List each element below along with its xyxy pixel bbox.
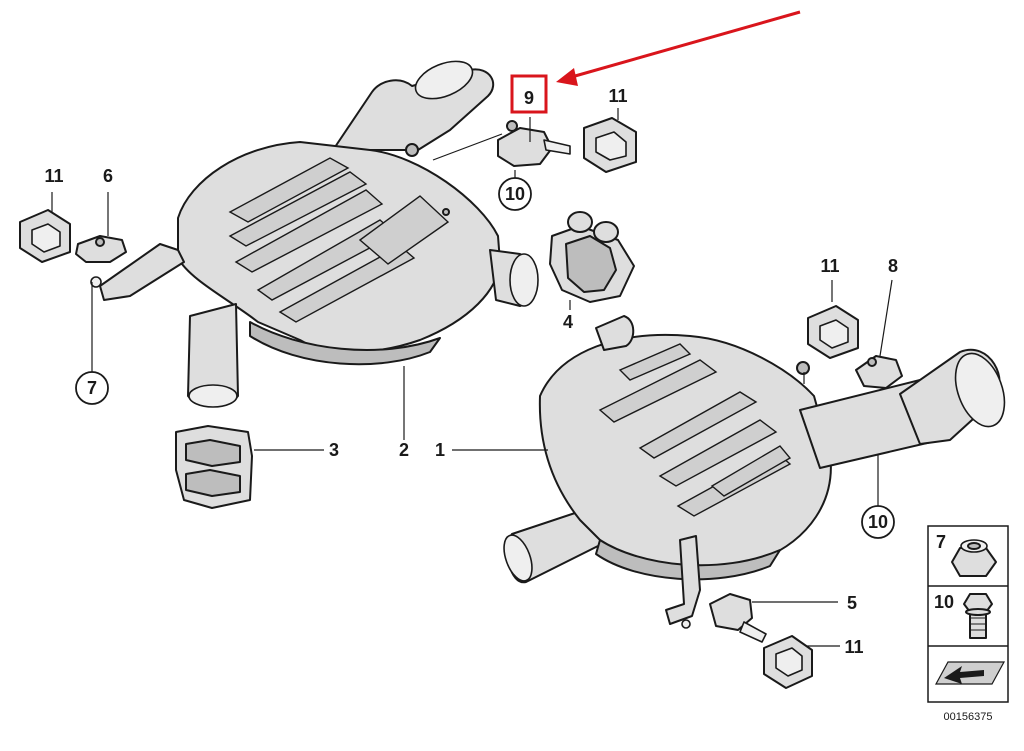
callout-2: 2 (399, 440, 409, 460)
callout-11-left: 11 (44, 166, 63, 186)
callout-circle-10-top (498, 177, 532, 211)
part-6-bracket (75, 235, 127, 263)
part-4-clamp (549, 211, 635, 303)
part-9-hanger (497, 120, 571, 167)
nut-icon (951, 539, 997, 577)
part-11-mount-top (583, 117, 637, 173)
callout-3: 3 (329, 440, 339, 460)
callout-11-mid: 11 (820, 256, 839, 276)
part-11-mount-mid (807, 305, 859, 359)
callout-10-top: 10 (505, 184, 525, 204)
leader-lines (51, 108, 893, 647)
part-11-mount-left (19, 209, 71, 263)
callout-circle-7 (75, 371, 109, 405)
callout-4: 4 (563, 312, 573, 332)
callout-1: 1 (435, 440, 445, 460)
rear-muffler-right (503, 315, 1006, 629)
legend-label-10: 10 (934, 592, 954, 612)
diagram-code: 00156375 (944, 711, 993, 723)
bolt-icon (963, 593, 993, 639)
legend-label-7: 7 (936, 532, 946, 552)
part-11-mount-bottom (763, 635, 813, 689)
callout-7: 7 (87, 378, 97, 398)
callouts: 9 11 10 11 6 7 4 3 2 1 11 8 10 5 11 (44, 86, 898, 657)
part-5-bracket (709, 593, 767, 643)
part-8-bracket (855, 355, 903, 389)
callout-6: 6 (103, 166, 113, 186)
legend-box: 7 10 (927, 525, 1009, 703)
callout-11-top: 11 (608, 86, 627, 106)
highlight-annotation (510, 10, 801, 114)
callout-9: 9 (524, 88, 534, 108)
part-3-clamp (175, 425, 253, 509)
rear-muffler-left (90, 60, 539, 408)
front-direction-icon (934, 661, 1006, 685)
callout-11-bottom: 11 (844, 637, 863, 657)
callout-8: 8 (888, 256, 898, 276)
callout-circle-10-right (861, 505, 895, 539)
callout-10-right: 10 (868, 512, 888, 532)
callout-5: 5 (847, 593, 857, 613)
